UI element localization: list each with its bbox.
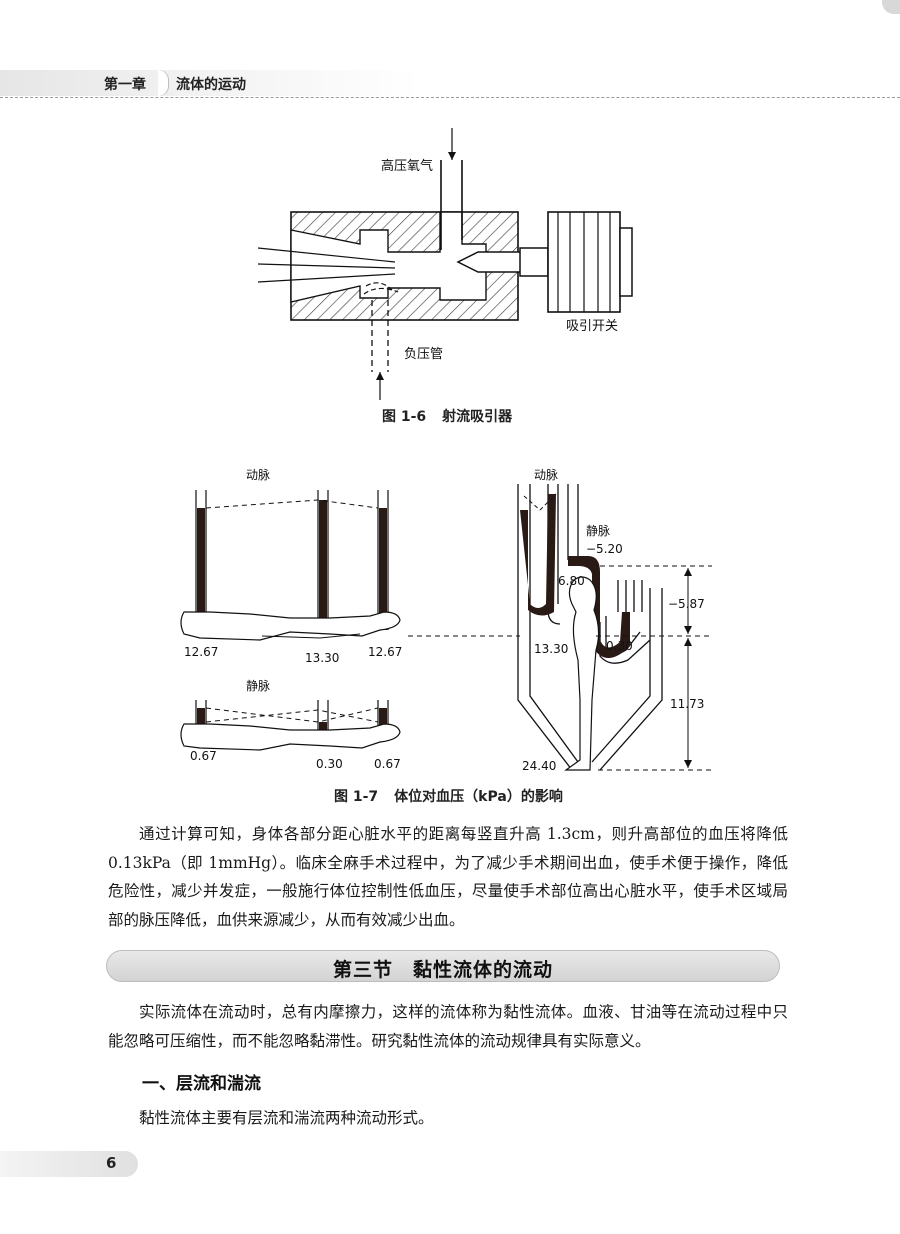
- section-heading-bar: 第三节 黏性流体的流动: [106, 950, 780, 982]
- value-dimension-lower: 11.73: [670, 697, 704, 711]
- figure-jet-aspirator: 高压氧气 吸引开关 负压管: [257, 128, 633, 400]
- label-negative-pressure-tube: 负压管: [404, 347, 443, 362]
- lying-body-outline-2: [180, 723, 401, 751]
- value-standing-vein-head: −5.20: [586, 542, 623, 556]
- chapter-title: 流体的运动: [176, 77, 246, 93]
- standing-tubes: [517, 484, 663, 771]
- value-standing-artery-head: 6.80: [558, 574, 585, 588]
- section-title: 第三节 黏性流体的流动: [332, 959, 553, 981]
- header-dashed-rule: [0, 97, 900, 98]
- value-lying-vein-mid: 0.30: [316, 757, 343, 771]
- standing-vein-fill: [568, 556, 630, 658]
- label-oxygen: 高压氧气: [381, 158, 433, 174]
- header-separator: [158, 70, 168, 96]
- body-paragraph-1: 通过计算可知，身体各部分距心脏水平的距离每竖直升高 1.3cm，则升高部位的血压…: [108, 825, 788, 929]
- value-lying-artery-left: 12.67: [184, 645, 218, 659]
- value-lying-artery-mid: 13.30: [305, 651, 339, 665]
- label-vein-right: 静脉: [586, 523, 610, 538]
- standing-artery-fill: [520, 494, 556, 616]
- label-artery-left: 动脉: [246, 467, 270, 482]
- lying-artery-tubes: [195, 490, 389, 630]
- footer-band: [0, 1151, 138, 1177]
- chapter-label: 第一章: [104, 77, 146, 93]
- value-dimension-upper: −5.87: [668, 597, 705, 611]
- page-corner-tab: [882, 0, 900, 14]
- value-standing-vein-heart: 0.30: [606, 639, 633, 653]
- value-standing-artery-heart: 13.30: [534, 642, 568, 656]
- page-number: 6: [106, 1154, 117, 1172]
- figure-body-position-pressure: 动脉 静脉 动脉 静脉 12.67 13.30 12.67 0.67 0.30 …: [180, 467, 712, 773]
- value-lying-vein-right: 0.67: [374, 757, 401, 771]
- label-suction-switch: 吸引开关: [566, 319, 618, 334]
- header-band: [0, 70, 420, 96]
- body-paragraph-3: 黏性流体主要有层流和湍流两种流动形式。: [139, 1109, 434, 1127]
- lying-body-outline: [180, 611, 401, 641]
- running-header: 第一章 流体的运动: [0, 70, 900, 98]
- value-lying-vein-left: 0.67: [190, 749, 217, 763]
- body-paragraph-2: 实际流体在流动时，总有内摩擦力，这样的流体称为黏性流体。血液、甘油等在流动过程中…: [108, 1003, 788, 1050]
- label-vein-left: 静脉: [246, 678, 270, 693]
- value-lying-artery-right: 12.67: [368, 645, 402, 659]
- subsection-title: 一、层流和湍流: [142, 1074, 261, 1094]
- label-artery-right: 动脉: [534, 467, 558, 482]
- value-standing-artery-foot: 24.40: [522, 759, 556, 773]
- standing-body-outline: [564, 576, 600, 771]
